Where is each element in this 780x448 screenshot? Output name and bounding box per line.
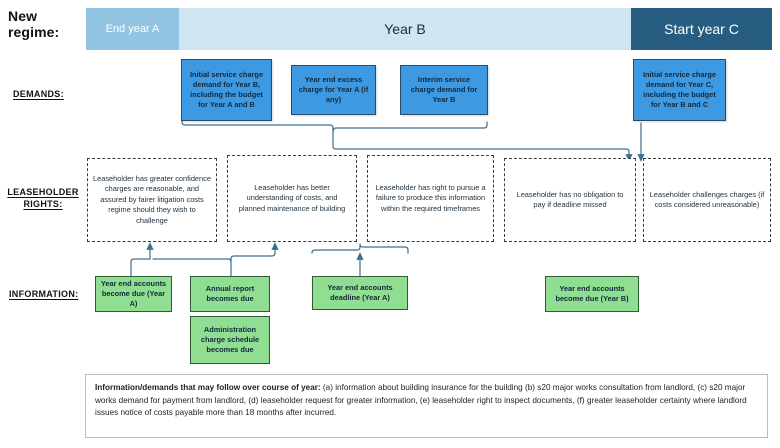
info-box-year-end-accounts-deadline-year-a: Year end accounts deadline (Year A)	[312, 276, 408, 310]
row-label-rights-line1: LEASEHOLDER	[7, 187, 79, 197]
demand-box-initial-year-b: Initial service charge demand for Year B…	[181, 59, 272, 121]
demand-box-initial-year-c: Initial service charge demand for Year C…	[633, 59, 726, 121]
info-box-annual-report-due: Annual report becomes due	[190, 276, 270, 312]
timeline-end-year-a: End year A	[86, 8, 179, 50]
info-box-year-end-accounts-due-year-b: Year end accounts become due (Year B)	[545, 276, 639, 312]
row-label-rights-line2: RIGHTS:	[23, 199, 63, 209]
rights-box-no-obligation: Leaseholder has no obligation to pay if …	[504, 158, 636, 242]
page-title: New regime:	[8, 8, 86, 40]
demand-box-interim-year-b: Interim service charge demand for Year B	[400, 65, 488, 115]
row-label-information: INFORMATION:	[9, 289, 79, 299]
rights-box-better-understanding: Leaseholder has better understanding of …	[227, 155, 357, 242]
info-box-year-end-accounts-due-year-a: Year end accounts become due (Year A)	[95, 276, 172, 312]
footnote-body: (a) information about building insurance…	[95, 383, 747, 418]
page-title-line1: New	[8, 8, 38, 24]
row-label-leaseholder-rights: LEASEHOLDER RIGHTS:	[7, 186, 79, 210]
rights-box-pursue-failure: Leaseholder has right to pursue a failur…	[367, 155, 494, 242]
footnote-heading: Information/demands that may follow over…	[95, 383, 321, 392]
footnote-box: Information/demands that may follow over…	[85, 374, 768, 438]
demand-box-year-end-excess-year-a: Year end excess charge for Year A (if an…	[291, 65, 376, 115]
row-label-demands: DEMANDS:	[13, 89, 64, 99]
timeline-year-b: Year B	[179, 8, 631, 50]
info-box-admin-charge-schedule-due: Administration charge schedule becomes d…	[190, 316, 270, 364]
rights-box-greater-confidence: Leaseholder has greater confidence charg…	[87, 158, 217, 242]
timeline-start-year-c: Start year C	[631, 8, 772, 50]
page-title-line2: regime:	[8, 24, 60, 40]
rights-box-challenges-charges: Leaseholder challenges charges (if costs…	[643, 158, 771, 242]
